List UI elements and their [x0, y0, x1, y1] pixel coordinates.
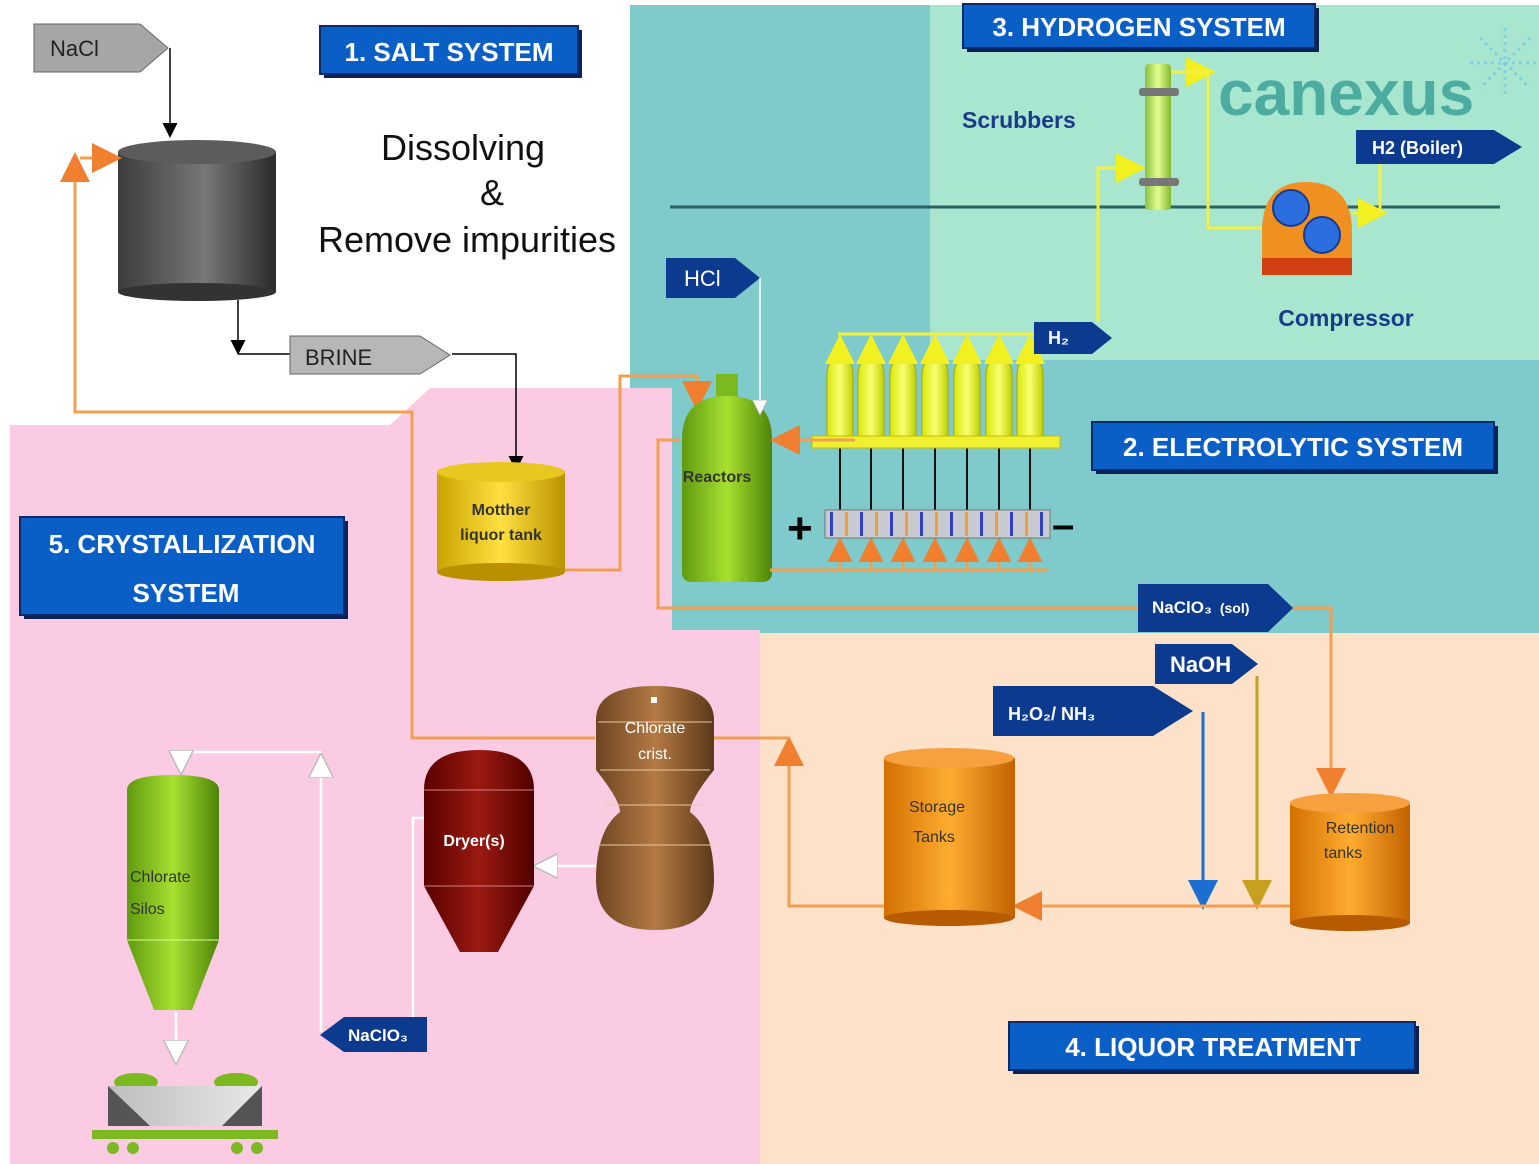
naclo3-sol-tag: NaClO₃(sol) — [1138, 584, 1293, 632]
reactors-label: Reactors — [683, 469, 752, 486]
electrode-plate — [995, 512, 998, 536]
canexus-logo: canexus — [1218, 28, 1539, 129]
brine-label: BRINE — [305, 345, 372, 370]
h2o2-nh3-tag: H₂O₂/ NH₃ — [993, 686, 1193, 736]
electrode-plate — [860, 512, 863, 536]
electrode-plate — [890, 512, 893, 536]
storage-line2: Tanks — [913, 829, 955, 846]
scrubbers-label: Scrubbers — [962, 107, 1076, 133]
mother-liquor-line1: Motther — [472, 502, 531, 519]
cell-stack — [825, 334, 1045, 570]
crystallization-title-line2: SYSTEM — [133, 578, 240, 608]
product-to-silo-top-line — [181, 752, 321, 770]
h2-boiler-label: H2 (Boiler) — [1372, 138, 1463, 158]
naoh-label: NaOH — [1170, 652, 1231, 677]
electrode-plate — [875, 512, 878, 536]
retention-line1: Retention — [1326, 820, 1395, 837]
electrolytic-cell — [825, 334, 855, 570]
silos-line1: Chlorate — [130, 869, 191, 886]
system-label-crystallization: 5. CRYSTALLIZATION SYSTEM — [19, 516, 348, 619]
description-line2: & — [480, 172, 504, 213]
storage-line1: Storage — [909, 799, 965, 816]
chlorate-crystallizer: Chlorate crist. — [596, 686, 714, 930]
electrode-plate — [905, 512, 908, 536]
scrubber-to-compressor-line — [1171, 70, 1262, 230]
electrode-plate — [920, 512, 923, 536]
nacl-tag: NaCl — [33, 23, 169, 73]
scrubber-column — [1139, 64, 1179, 210]
h2-boiler-tag: H2 (Boiler) — [1356, 130, 1522, 164]
salt-description: Dissolving & Remove impurities — [318, 127, 616, 260]
electrode-plate — [935, 512, 938, 536]
hydrogen-system-title: 3. HYDROGEN SYSTEM — [992, 12, 1285, 42]
dryers-label: Dryer(s) — [443, 833, 504, 850]
crystallizer-line2: crist. — [638, 746, 672, 763]
electrolytic-cell — [984, 334, 1014, 570]
nacl-label: NaCl — [50, 36, 99, 61]
electrolytic-system-title: 2. ELECTROLYTIC SYSTEM — [1123, 432, 1463, 462]
electrolytic-cell — [1015, 334, 1045, 570]
electrode-plate — [845, 512, 848, 536]
description-line3: Remove impurities — [318, 219, 616, 260]
brine-tag: BRINE — [289, 335, 451, 375]
electrode-plate — [1010, 512, 1013, 536]
system-label-hydrogen: 3. HYDROGEN SYSTEM — [962, 3, 1319, 52]
electrode-plate — [1025, 512, 1028, 536]
hydrogen-zone — [930, 5, 1539, 360]
compressor — [1262, 182, 1352, 275]
electrolytic-cell — [920, 334, 950, 570]
retention-line2: tanks — [1324, 845, 1362, 862]
naclo3-to-retention-line — [1293, 606, 1346, 798]
naclo3-product-label: NaClO₃ — [348, 1026, 408, 1045]
naclo3-sol-label: NaClO₃(sol) — [1152, 598, 1249, 617]
mother-liquor-tank: Motther liquor tank — [437, 462, 565, 581]
compressor-label: Compressor — [1278, 305, 1414, 331]
cathode-minus-sign: – — [1052, 503, 1074, 547]
recycle-to-dissolver-line — [60, 152, 595, 740]
electrode-plate — [980, 512, 983, 536]
electrolytic-cell — [888, 334, 918, 570]
electrode-plate — [950, 512, 953, 536]
crystallizer-line1: Chlorate — [625, 720, 686, 737]
storage-to-crystallizer-line — [774, 736, 884, 908]
electrolytic-cell — [856, 334, 886, 570]
mother-to-reactor-line — [565, 374, 712, 572]
mother-liquor-line2: liquor tank — [460, 527, 542, 544]
system-label-liquor: 4. LIQUOR TREATMENT — [1008, 1021, 1419, 1074]
reactor-to-naclo3-line — [656, 438, 1140, 610]
hcl-label: HCl — [684, 266, 721, 291]
electrode-bars — [830, 512, 1043, 536]
naclo3-product-tag: NaClO₃ — [320, 1017, 427, 1052]
h2-label: H₂ — [1048, 328, 1069, 348]
description-line1: Dissolving — [381, 127, 545, 168]
electrolytic-cells: + – — [770, 332, 1074, 572]
logo-text: canexus — [1218, 57, 1474, 129]
logo-star-icon — [1470, 28, 1539, 98]
anode-plus-sign: + — [787, 504, 813, 553]
crystallization-title-line1: 5. CRYSTALLIZATION — [49, 529, 316, 559]
brine-to-mother-line — [452, 353, 524, 471]
rail-car-icon — [92, 1073, 278, 1154]
salt-system-title: 1. SALT SYSTEM — [345, 37, 554, 67]
chlorate-silos: Chlorate Silos — [127, 775, 219, 1010]
system-label-electrolytic: 2. ELECTROLYTIC SYSTEM — [1091, 421, 1498, 474]
electrode-plate — [830, 512, 833, 536]
retention-tanks: Retention tanks — [1290, 793, 1410, 931]
silos-line2: Silos — [130, 901, 165, 918]
h2-to-scrubber-line — [1096, 153, 1146, 322]
system-label-salt: 1. SALT SYSTEM — [319, 25, 582, 78]
liquor-system-title: 4. LIQUOR TREATMENT — [1065, 1032, 1361, 1062]
naoh-tag: NaOH — [1155, 644, 1258, 684]
reactors: Reactors — [682, 374, 772, 582]
electrode-plate — [1040, 512, 1043, 536]
h2o2-nh3-label: H₂O₂/ NH₃ — [1008, 704, 1095, 724]
storage-tanks: Storage Tanks — [884, 748, 1015, 926]
electrolytic-cell — [952, 334, 982, 570]
h2-tag: H₂ — [1034, 322, 1112, 354]
hcl-tag: HCl — [666, 258, 760, 298]
dryers: Dryer(s) — [424, 750, 534, 952]
dissolving-tank — [118, 140, 276, 301]
electrode-plate — [965, 512, 968, 536]
